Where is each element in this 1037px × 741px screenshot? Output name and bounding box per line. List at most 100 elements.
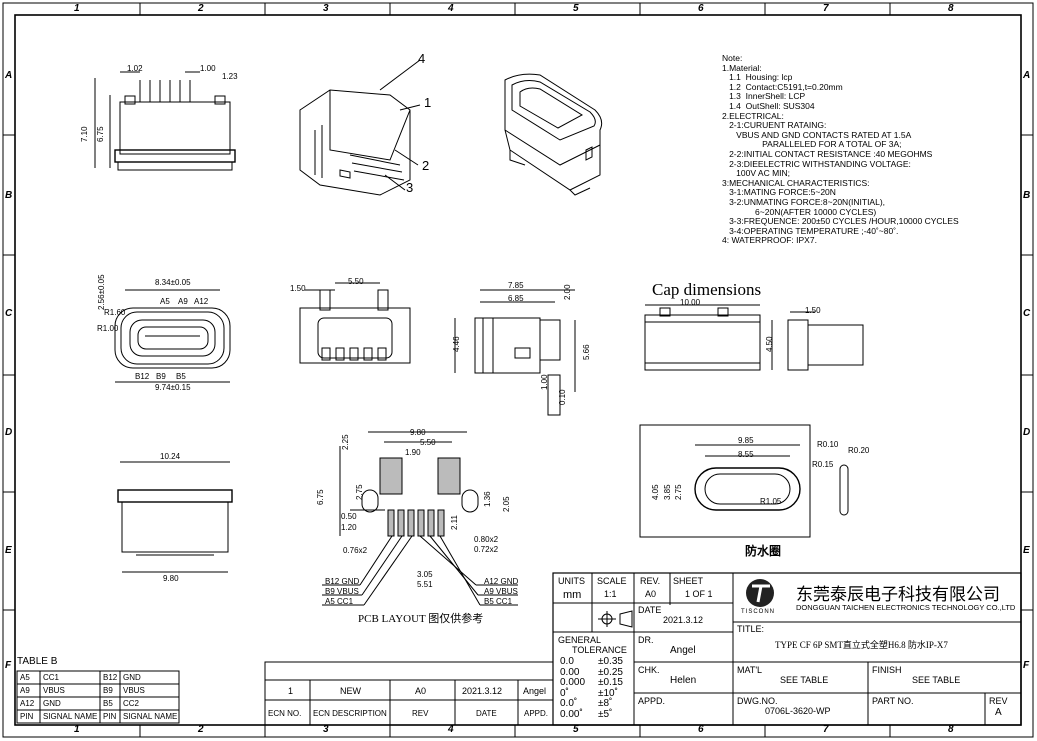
general-tol-1: GENERAL	[558, 635, 602, 645]
note-line: 4: WATERPROOF: IPX7.	[722, 235, 817, 246]
pcb-dim-0-50: 0.50	[341, 512, 357, 521]
pcb-pin-b12: B12 GND	[325, 577, 360, 586]
dim-r1-00: R1.00	[97, 324, 119, 333]
pcb-dim-0-72x2: 0.72x2	[474, 545, 499, 554]
title-value: TYPE CF 6P SMT直立式全塑H6.8 防水IP-X7	[775, 640, 948, 650]
company-name-cn: 东莞泰辰电子科技有限公司	[796, 585, 1000, 604]
pcb-dim-0-76x2: 0.76x2	[343, 546, 368, 555]
tolerance-range: ±8˚	[598, 698, 613, 709]
dim-1-02: 1.02	[127, 64, 143, 73]
rev-hdr-rev: REV	[412, 709, 429, 718]
zone-row-d: D	[5, 427, 13, 438]
dim-5-50: 5.50	[348, 277, 364, 286]
zone-col-1: 1	[74, 3, 80, 14]
note-line: Note:	[722, 53, 743, 63]
title-label: TITLE:	[737, 624, 765, 634]
pcb-pin-a5: A5 CC1	[325, 597, 354, 606]
note-line: 3-1:MATING FORCE:5~20N	[722, 187, 836, 198]
pcb-dim-2-11: 2.11	[450, 515, 459, 530]
scale-label: SCALE	[597, 576, 627, 586]
note-line: 1.1 Housing: lcp	[722, 72, 793, 83]
tolerance-value: 0.0	[560, 656, 574, 667]
pcb-dim-5-51: 5.51	[417, 580, 433, 589]
chk-value: Helen	[670, 675, 697, 686]
table-b-cell: A9	[20, 686, 30, 695]
zone-col-1-bottom: 1	[74, 724, 80, 735]
dim-8-34: 8.34±0.05	[155, 278, 191, 287]
scale-value: 1:1	[604, 589, 617, 599]
dwg-label: DWG.NO.	[737, 696, 778, 706]
tolerance-range: ±0.35	[598, 656, 623, 667]
table-b-cell: A5	[20, 673, 30, 682]
tolerance-value: 0˚	[560, 687, 569, 699]
pcb-layout-title: PCB LAYOUT 图仅供参考	[358, 613, 484, 625]
general-tol-2: TOLERANCE	[572, 645, 627, 655]
dr-label: DR.	[638, 635, 654, 645]
note-line: 3-4:OPERATING TEMPERATURE ;-40˚~80˚.	[722, 225, 899, 236]
dim-6-75: 6.75	[96, 126, 105, 142]
table-b-cell: CC1	[43, 673, 60, 682]
note-line: 2-2:INITIAL CONTACT RESISTANCE :40 MEGOH…	[722, 148, 933, 159]
rev-appd: Angel	[523, 686, 547, 696]
tolerance-range: ±0.15	[598, 677, 623, 688]
callout-2: 2	[422, 158, 430, 173]
pcb-dim-2-75: 2.75	[355, 484, 364, 500]
dim-1-23: 1.23	[222, 72, 238, 81]
zone-row-e-right: E	[1023, 545, 1030, 556]
zone-col-8: 8	[948, 3, 954, 14]
pcb-dim-3-05: 3.05	[417, 570, 433, 579]
table-b-cell: B12	[103, 673, 118, 682]
chk-label: CHK.	[638, 665, 660, 675]
units-label: UNITS	[558, 576, 585, 586]
dim-9-74: 9.74±0.15	[155, 383, 191, 392]
zone-col-6-bottom: 6	[698, 724, 704, 735]
dim-1-00-right: 1.00	[540, 374, 549, 390]
pin-b9: B9	[156, 372, 166, 381]
zone-row-a: A	[5, 70, 13, 81]
zone-row-a-right: A	[1023, 70, 1031, 81]
tolerance-range: ±5˚	[598, 708, 613, 720]
pcb-pin-a9: A9 VBUS	[484, 587, 518, 596]
rev-hdr-ecn-desc: ECN DESCRIPTION	[313, 709, 387, 718]
pcb-pin-b9: B9 VBUS	[325, 587, 359, 596]
rev2-label: REV	[989, 696, 1008, 706]
zone-col-3-bottom: 3	[323, 724, 329, 735]
zone-row-c: C	[5, 308, 13, 319]
tolerance-value: 0.00˚	[560, 708, 583, 720]
rev-value: A0	[645, 589, 657, 599]
note-line: 2.ELECTRICAL:	[722, 110, 784, 121]
sheet-label: SHEET	[673, 576, 704, 586]
table-b-cell: SIGNAL NAME	[43, 712, 98, 721]
rev-ecn-desc: NEW	[340, 686, 361, 696]
table-b-title: TABLE B	[17, 656, 58, 667]
dim-0-10: 0.10	[558, 389, 567, 405]
table-b-cell: SIGNAL NAME	[123, 712, 178, 721]
note-line: 100V AC MIN;	[722, 168, 791, 179]
appd-label: APPD.	[638, 696, 666, 706]
note-line: 3-3:FREQUENCE: 200±50 CYCLES /HOUR,10000…	[722, 216, 959, 227]
table-b-cell: GND	[43, 699, 61, 708]
table-b-cell: PIN	[103, 712, 117, 721]
note-line: PARALLELED FOR A TOTAL OF 3A;	[722, 139, 902, 150]
zone-col-7: 7	[823, 3, 829, 14]
finish-label: FINISH	[872, 665, 902, 675]
rev-rev: A0	[415, 686, 427, 696]
pin-b12: B12	[135, 372, 150, 381]
dim-7-85: 7.85	[508, 281, 524, 290]
zone-row-f-right: F	[1023, 660, 1030, 671]
pcb-pin-b5: B5 CC1	[484, 597, 513, 606]
note-line: 2-1:CURUENT RATAING:	[722, 120, 827, 131]
gasket-dim-8-55: 8.55	[738, 450, 754, 459]
zone-col-5-bottom: 5	[573, 724, 579, 735]
rev-hdr-ecn-no: ECN NO.	[268, 709, 302, 718]
note-line: 1.2 Contact:C5191,t=0.20mm	[722, 81, 843, 92]
table-b-cell: VBUS	[43, 686, 65, 695]
note-line: 1.4 OutShell: SUS304	[722, 100, 815, 111]
pin-a12: A12	[194, 297, 209, 306]
tolerance-value: 0.000	[560, 677, 586, 688]
gasket-dim-9-85: 9.85	[738, 436, 754, 445]
dim-1-50: 1.50	[290, 284, 306, 293]
table-b-cell: GND	[123, 673, 141, 682]
gasket-dim-3-85: 3.85	[663, 484, 672, 500]
zone-row-d-right: D	[1023, 427, 1031, 438]
